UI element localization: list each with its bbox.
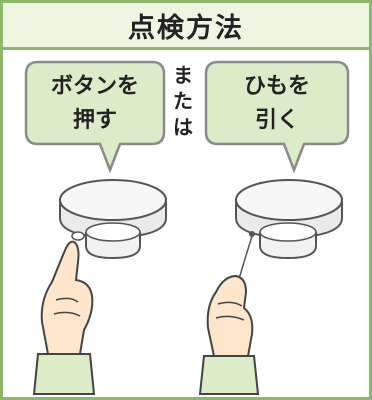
left-method-line2: 押す	[72, 108, 117, 133]
right-speech-bubble	[204, 60, 350, 174]
right-method-line1: ひもを	[243, 74, 310, 99]
test-button	[71, 231, 85, 241]
connector-char-2: た	[173, 89, 193, 113]
connector-text: ま た は	[170, 62, 196, 140]
title-bar: 点検方法	[3, 3, 369, 50]
left-speech-bubble	[24, 60, 166, 174]
left-method-line1: ボタンを	[50, 74, 139, 99]
right-method-line2: 引く	[254, 108, 299, 133]
left-bubble-text: ボタンを 押す	[26, 70, 164, 138]
right-sleeve	[198, 355, 260, 395]
smoke-detector-icon	[235, 179, 343, 283]
connector-char-1: ま	[173, 63, 193, 87]
pull-string	[237, 235, 253, 283]
pull-string-anchor	[249, 231, 255, 237]
pointing-hand-icon	[32, 240, 96, 395]
connector-char-3: は	[173, 115, 193, 139]
right-bubble-text: ひもを 引く	[206, 70, 348, 138]
pulling-hand-icon	[198, 274, 260, 395]
left-sleeve	[32, 353, 96, 395]
smoke-detector-icon	[59, 179, 167, 260]
page-title: 点検方法	[128, 12, 244, 44]
